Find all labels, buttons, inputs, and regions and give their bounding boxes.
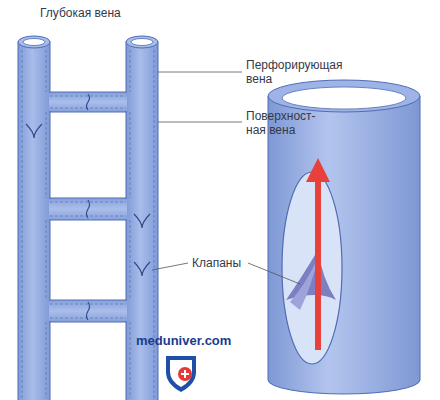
vein-label: Перфорирующая вена [246,58,356,86]
valve-label: Клапаны [192,256,241,270]
perforating-veins [45,92,131,322]
vein-wall-lines [22,50,154,398]
vein-label: Поверхност-ная вена [246,109,328,137]
leader-lines [152,72,300,284]
vein-label: Глубокая вена [40,6,121,20]
vein-valves [26,94,150,320]
watermark: meduniver.com [136,334,231,348]
flow-arrow [315,170,321,350]
logo-shield [166,356,196,392]
